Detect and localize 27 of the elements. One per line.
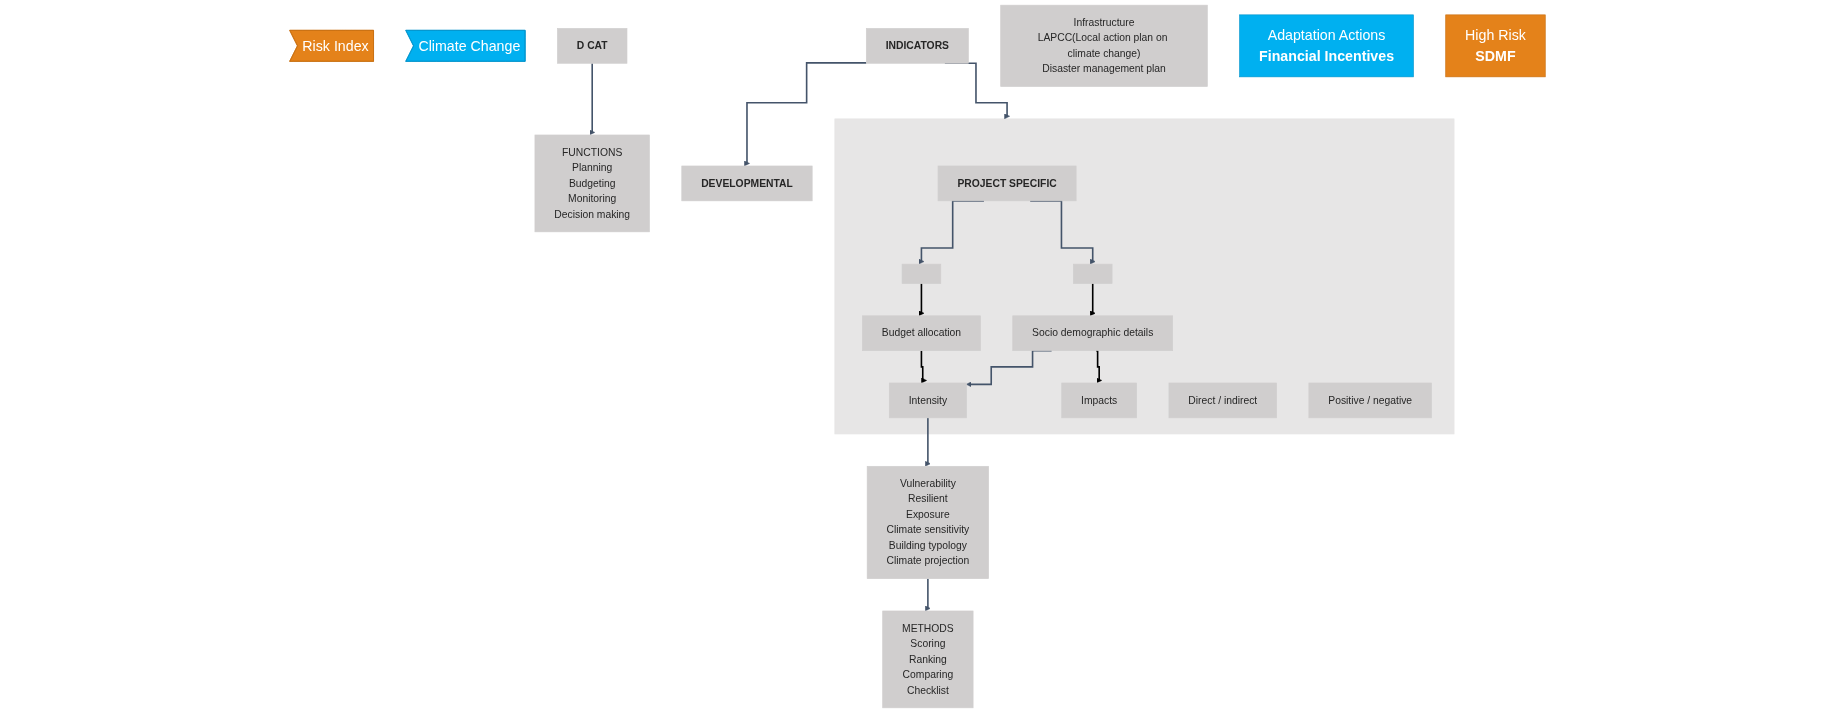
node-box: Infrastructure LAPCC(Local action plan on climate change) Disaster management plan [1000,4,1208,87]
arrow [918,282,925,317]
arrow [1089,282,1096,317]
node-box: Impacts [1061,382,1137,419]
node-box: METHODS Scoring Ranking Comparing Checklist [882,610,974,709]
cluster [834,118,1455,435]
node-box: FUNCTIONS Planning Budgeting Monitoring Decision making [534,134,650,233]
node-box: INDICATORS [865,28,969,64]
node-box: Intensity [888,382,967,419]
node-box: Socio demographic details [1012,315,1173,351]
node-box: PROJECT SPECIFIC [937,165,1077,202]
node-box: Adaptation Actions Financial Incentives [1239,14,1414,78]
node-box: Budget allocation [862,315,981,351]
node-box: DEVELOPMENTAL [681,165,813,202]
arrow [744,62,868,167]
node-box: Positive / negative [1308,382,1432,419]
node-box: Vulnerability Resilient Exposure Climate sensitivity Building typology Climate projection [866,465,989,579]
node-box [901,263,942,284]
node-box: D CAT [557,28,628,64]
arrow [1095,349,1102,384]
arrow [920,349,927,384]
arrow [925,577,931,612]
node-box: Direct / indirect [1168,382,1277,419]
node-box: High Risk SDMF [1445,14,1546,78]
arrow [589,62,596,136]
arrow [925,417,931,467]
node-box [1073,263,1113,284]
